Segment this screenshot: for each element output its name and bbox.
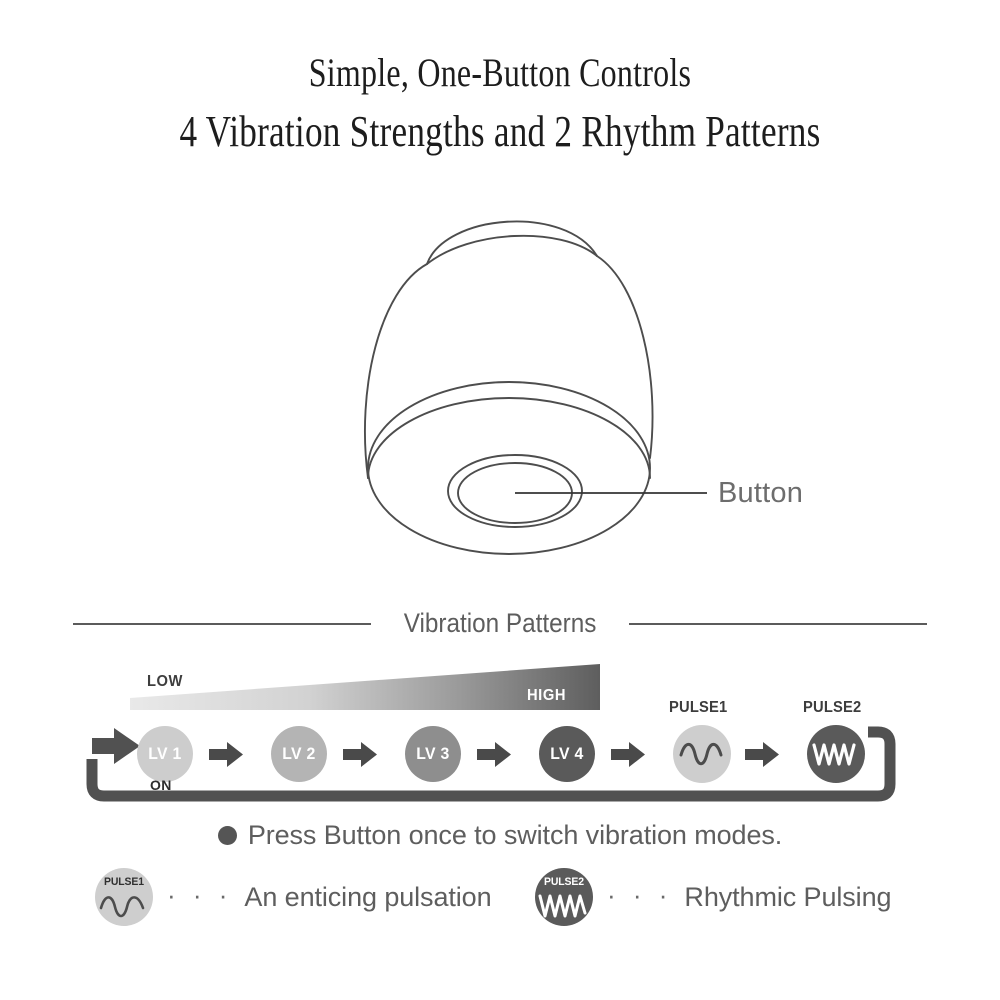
dense-zigzag-wave-icon [538, 894, 587, 918]
loop-arrowhead [92, 728, 140, 764]
press-button-note-text: Press Button once to switch vibration mo… [247, 820, 783, 850]
loop-path [86, 726, 896, 802]
level-node-lv4[interactable]: LV 4 [539, 726, 595, 782]
dense-zigzag-wave-icon [812, 743, 856, 766]
intensity-low-label: LOW [147, 673, 183, 690]
pulse-node-pulse1[interactable] [673, 725, 731, 783]
legend-dots-pulse1: · · · [167, 879, 233, 910]
device-dome-arc [426, 220, 598, 265]
level-node-lv4-label: LV 4 [550, 744, 584, 763]
level-node-lv2-label: LV 2 [282, 744, 316, 763]
legend-description-pulse1: An enticing pulsation [244, 881, 492, 912]
button-outer-ring [447, 454, 583, 528]
wedge-shape [130, 664, 600, 710]
smooth-sine-wave-icon [99, 896, 145, 918]
page-title-line-1: Simple, One-Button Controls [308, 50, 692, 95]
legend-badge-pulse2: PULSE2 [535, 868, 593, 926]
pulse1-caption: PULSE1 [669, 699, 728, 716]
bullet-circle-icon [217, 826, 237, 845]
press-button-note: Press Button once to switch vibration mo… [0, 820, 1000, 851]
intensity-high-label: HIGH [527, 687, 567, 704]
mode-cycle-loop [78, 726, 908, 812]
device-left-wall [364, 263, 428, 479]
flow-arrow-1 [209, 742, 243, 767]
flow-arrow-3 [477, 742, 511, 767]
legend-badge-pulse1: PULSE1 [95, 868, 153, 926]
power-on-label: ON [150, 777, 172, 793]
heading-block: Simple, One-Button Controls 4 Vibration … [0, 48, 1000, 160]
level-node-lv1-label: LV 1 [148, 744, 182, 763]
legend-badge-pulse2-label: PULSE2 [543, 876, 585, 888]
level-node-lv2[interactable]: LV 2 [271, 726, 327, 782]
legend-badge-pulse1-label: PULSE1 [103, 876, 145, 888]
divider-rule-left [72, 622, 371, 625]
level-node-lv3[interactable]: LV 3 [405, 726, 461, 782]
product-line-drawing [364, 220, 707, 555]
flow-arrow-2 [343, 742, 377, 767]
legend-item-pulse2: PULSE2 · · · Rhythmic Pulsing [535, 868, 892, 926]
page-title-line-2: 4 Vibration Strengths and 2 Rhythm Patte… [179, 107, 821, 156]
smooth-sine-wave-icon [679, 742, 723, 766]
device-bottom-rim-arc [367, 397, 651, 479]
legend-description-pulse2: Rhythmic Pulsing [684, 881, 892, 912]
button-callout-label: Button [718, 477, 804, 509]
device-shoulder-front-arc [426, 234, 598, 265]
level-node-lv1[interactable]: LV 1 [137, 726, 193, 782]
product-illustration [310, 178, 710, 558]
flow-arrow-4 [611, 742, 645, 767]
divider-rule-right [629, 622, 928, 625]
device-bottom-face [367, 381, 651, 555]
mode-flow-row: LV 1 LV 2 LV 3 LV 4 PULSE1 PULSE2 [0, 699, 1000, 788]
pulse2-caption: PULSE2 [803, 699, 862, 716]
legend-item-pulse1: PULSE1 · · · An enticing pulsation [95, 868, 492, 926]
flow-arrow-5 [745, 742, 779, 767]
level-node-lv3-label: LV 3 [416, 744, 450, 763]
section-title: Vibration Patterns [403, 608, 597, 638]
pulse-legend-row: PULSE1 · · · An enticing pulsation PULSE… [0, 868, 1000, 938]
device-right-wall [596, 255, 654, 459]
pulse-node-pulse2[interactable] [807, 725, 865, 783]
legend-dots-pulse2: · · · [607, 879, 673, 910]
section-divider: Vibration Patterns [0, 608, 1000, 639]
intensity-gradient-wedge [130, 664, 600, 710]
